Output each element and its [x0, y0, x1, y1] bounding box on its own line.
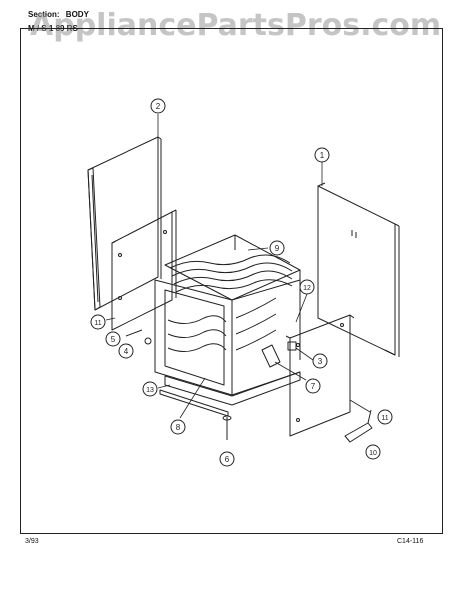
callout-11-left: 11 — [90, 314, 106, 330]
section-header: Section: BODY — [28, 10, 89, 19]
footer-date: 3/93 — [25, 538, 39, 545]
svg-text:3: 3 — [318, 357, 323, 366]
bracket-part-10 — [344, 409, 373, 443]
svg-text:1: 1 — [320, 151, 325, 160]
nut-part-4 — [144, 337, 152, 345]
callout-1: 1 — [314, 147, 330, 163]
callout-7: 7 — [305, 378, 321, 394]
leader-lines — [105, 114, 371, 419]
diagram-frame — [20, 28, 443, 534]
svg-text:7: 7 — [311, 382, 316, 391]
callout-4: 4 — [118, 343, 134, 359]
svg-text:6: 6 — [225, 455, 230, 464]
right-side-panel-part-1 — [317, 182, 400, 357]
right-inner-panel-part-11 — [285, 314, 355, 437]
callout-9: 9 — [269, 240, 285, 256]
svg-text:11: 11 — [94, 320, 101, 327]
watermark-text: AppliancePartsPros.com — [30, 8, 442, 43]
svg-text:13: 13 — [146, 387, 154, 394]
callout-13: 13 — [142, 381, 158, 397]
svg-text:11: 11 — [381, 415, 388, 422]
callout-11-right: 11 — [377, 409, 393, 425]
svg-text:9: 9 — [275, 244, 280, 253]
svg-text:4: 4 — [124, 347, 129, 356]
svg-text:8: 8 — [176, 423, 181, 432]
section-label: Section: — [28, 10, 60, 19]
footer-code: C14-116 — [397, 538, 424, 545]
bracket-part-7 — [261, 344, 281, 368]
svg-text:5: 5 — [111, 335, 116, 344]
callout-5: 5 — [105, 331, 121, 347]
screw-part-6 — [222, 415, 232, 440]
callout-10: 10 — [365, 444, 381, 460]
callout-6: 6 — [219, 451, 235, 467]
section-value: BODY — [65, 10, 89, 19]
callout-8: 8 — [170, 419, 186, 435]
clip-part-3 — [287, 341, 297, 351]
callout-12: 12 — [299, 279, 315, 295]
callout-2: 2 — [150, 98, 166, 114]
svg-text:10: 10 — [369, 450, 377, 457]
left-side-panel-part-2 — [87, 136, 162, 311]
svg-text:2: 2 — [156, 102, 161, 111]
svg-text:12: 12 — [303, 285, 311, 292]
left-inner-panel-part-11 — [111, 209, 177, 331]
callout-labels: 2 1 9 12 11 5 4 3 7 13 11 8 10 6 — [90, 98, 393, 467]
callout-3: 3 — [312, 353, 328, 369]
screw-part-5 — [125, 329, 143, 337]
